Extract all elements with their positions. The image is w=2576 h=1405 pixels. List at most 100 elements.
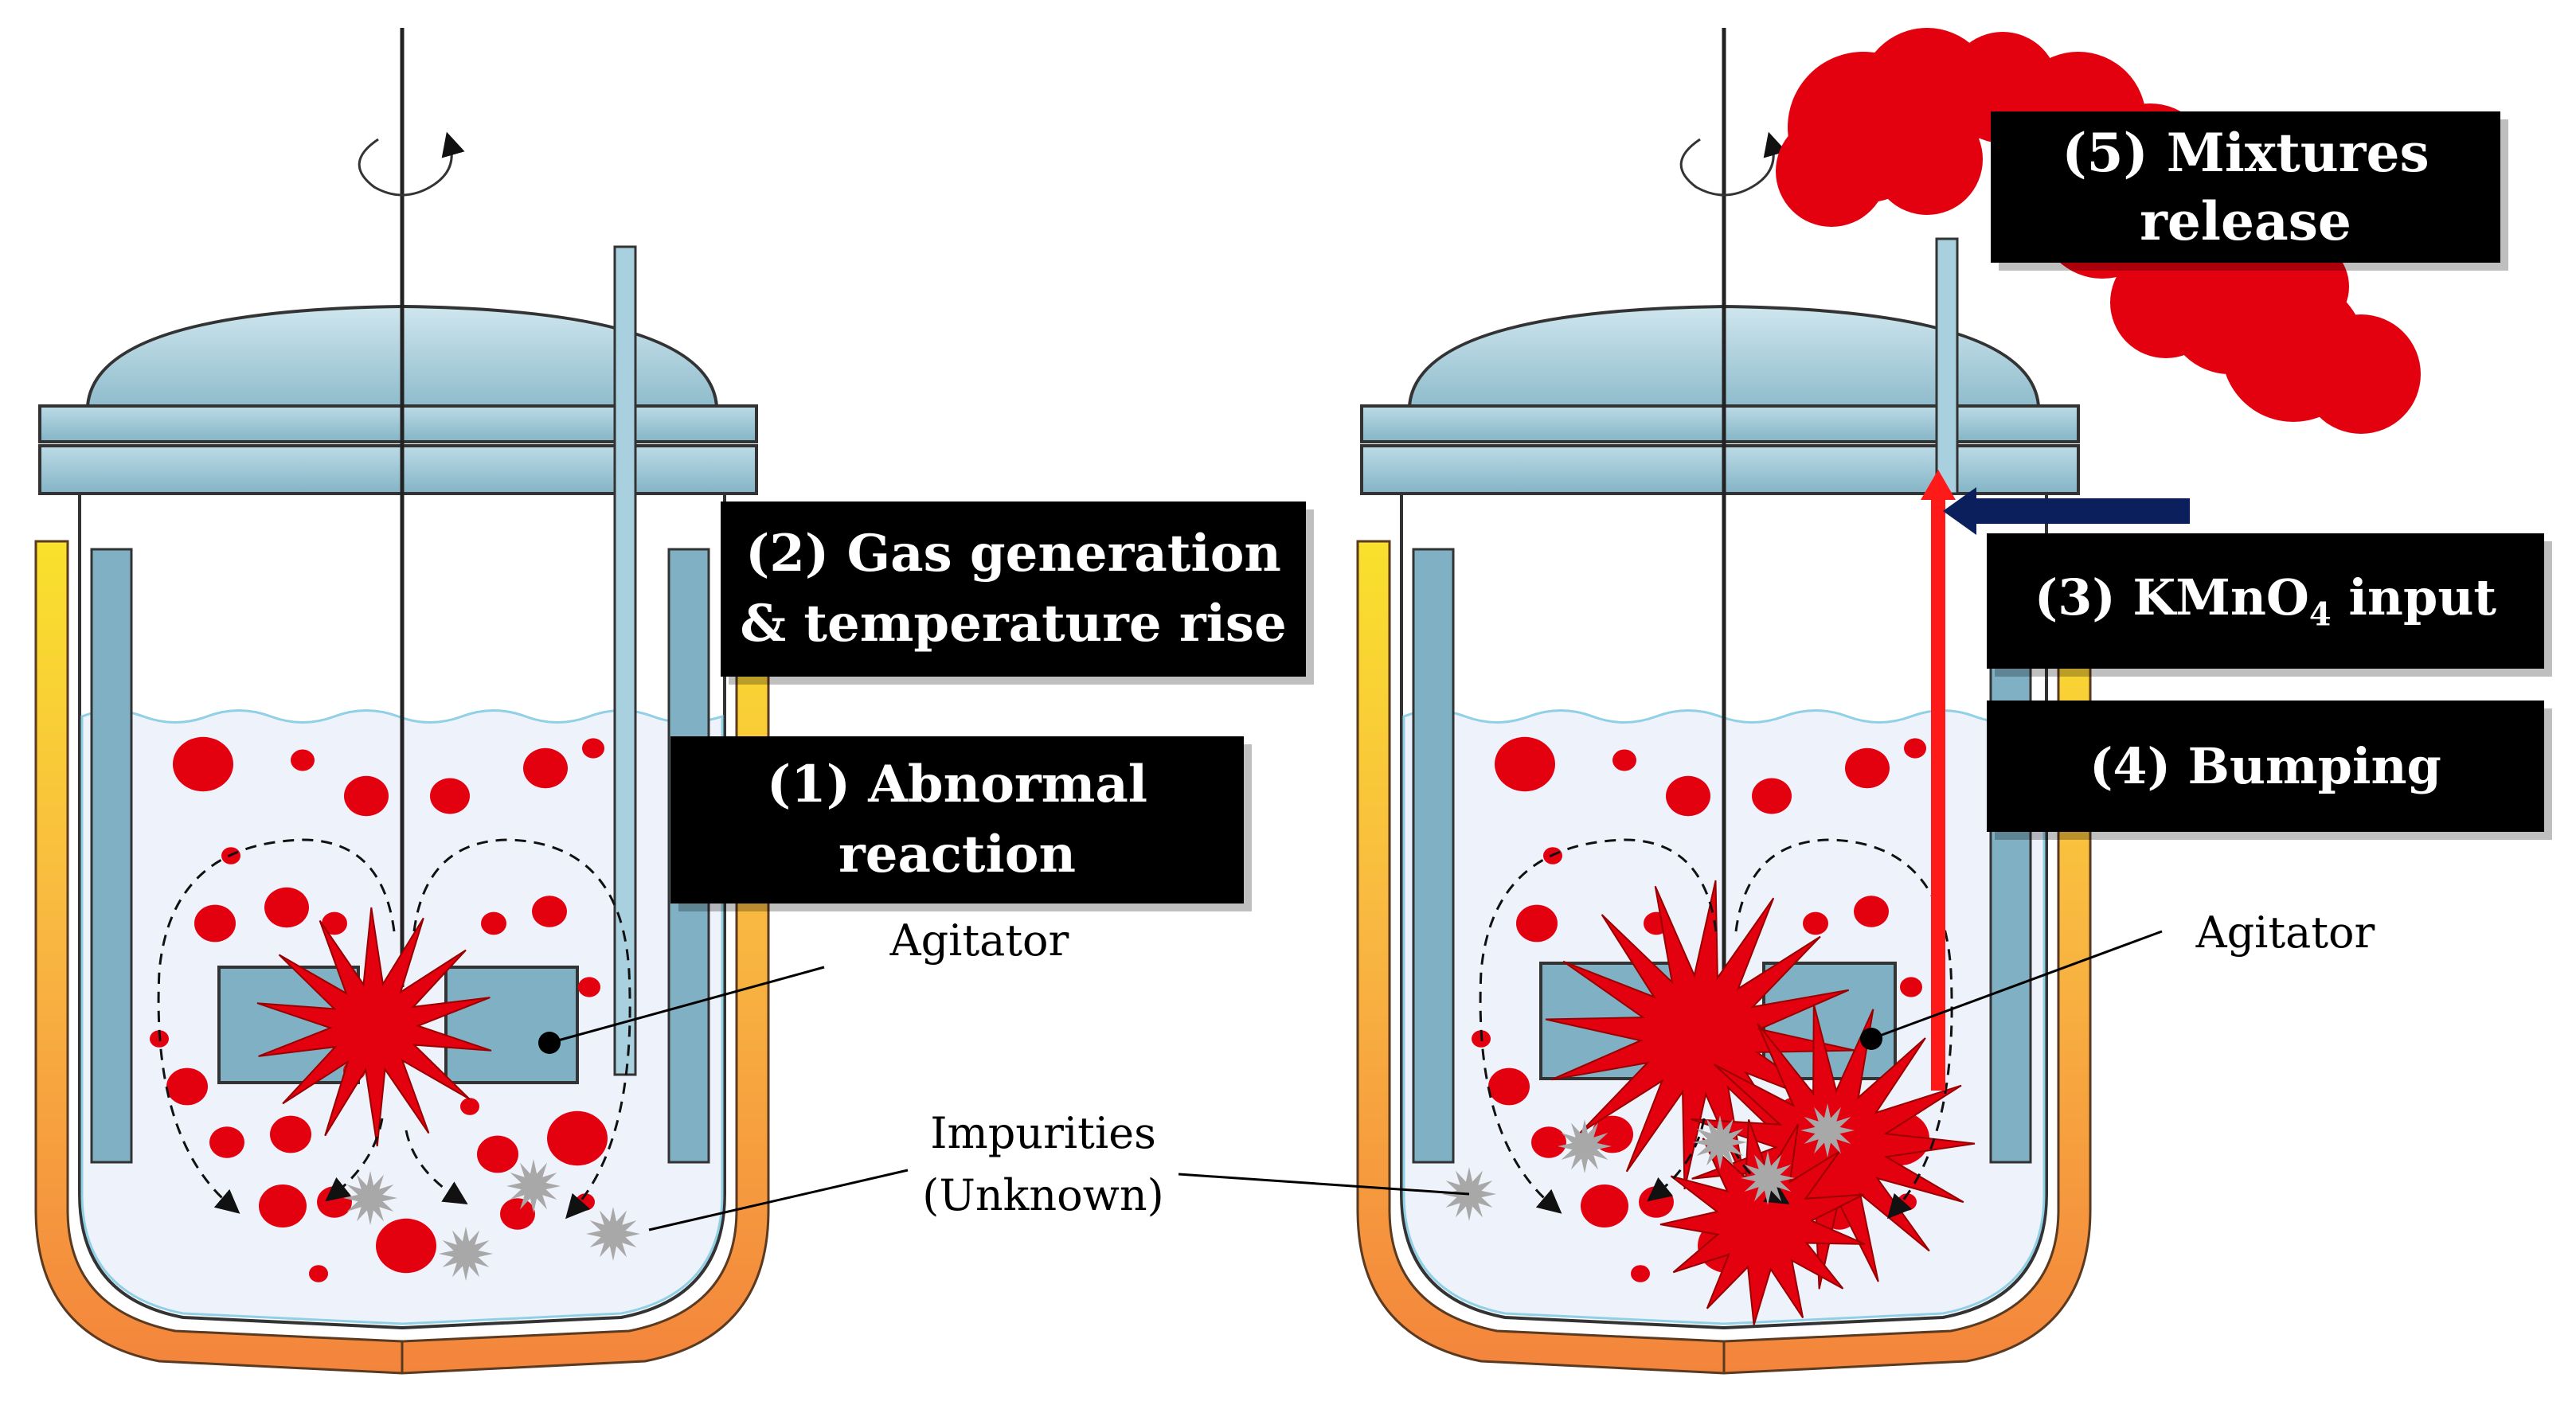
red-bubble — [209, 1126, 244, 1158]
kmno4-input-arrow-shaft — [1975, 498, 2190, 524]
red-bubble — [259, 1184, 307, 1227]
impurity-particle — [586, 1207, 640, 1261]
red-bubble — [173, 736, 233, 792]
red-bubble — [1581, 1184, 1628, 1227]
impurity-particle — [1693, 1115, 1747, 1169]
red-bubble — [1904, 738, 1926, 759]
red-bubble — [481, 911, 506, 935]
red-bubble — [477, 1135, 518, 1173]
right-baffle-left — [1412, 548, 1455, 1164]
red-bubble — [309, 1265, 328, 1282]
red-bubble — [1900, 977, 1922, 997]
red-bubble — [376, 1218, 436, 1274]
cloud-puff — [1776, 115, 1887, 227]
reaction-burst-shape — [1545, 880, 1855, 1190]
red-bubble — [270, 1115, 311, 1153]
red-bubble — [1803, 911, 1828, 935]
cloud-puff — [1871, 103, 1983, 215]
circulation-arrow — [405, 1130, 468, 1205]
red-bubble — [317, 1186, 352, 1218]
abnormal-reaction-line1: (1) Abnormal — [766, 755, 1148, 814]
left-reactor — [34, 28, 825, 1375]
impurity-particle — [343, 1171, 397, 1225]
cloud-puff — [2301, 314, 2421, 434]
circulation-arrow — [325, 1118, 384, 1202]
left-heating-jacket — [34, 540, 770, 1375]
circulation-arrow — [412, 838, 631, 1220]
impurity-particle — [1741, 1151, 1795, 1205]
reaction-burst-shape — [256, 907, 492, 1147]
red-bubble — [523, 747, 568, 789]
left-reaction-burst — [256, 907, 492, 1147]
left-lid-flange-bottom — [38, 444, 758, 495]
impurities-leader-left — [648, 1169, 909, 1231]
red-bubble — [322, 911, 347, 935]
circulation-arrow — [1479, 838, 1718, 1214]
label-bumping: (4) Bumping — [1987, 701, 2544, 832]
red-bubble — [194, 904, 236, 943]
red-bubble — [430, 778, 470, 814]
bumping-text: (4) Bumping — [2089, 737, 2441, 795]
red-bubble — [1592, 1115, 1633, 1153]
right-rotation-icon — [1679, 131, 1787, 197]
circulation-arrow — [1734, 838, 1953, 1220]
circulation-arrow — [157, 838, 396, 1214]
red-bubble — [500, 1198, 535, 1230]
kmno4-input-text: (3) KMnO4 input — [2034, 568, 2497, 634]
right-thermowell — [1935, 237, 1959, 495]
impurities-leader-right — [1178, 1173, 1470, 1196]
red-bubble — [578, 977, 600, 997]
red-bubble — [1488, 1067, 1530, 1106]
red-bubble — [166, 1067, 208, 1106]
red-bubble — [1854, 896, 1889, 927]
label-agitator-right: Agitator — [2195, 907, 2375, 958]
impurity-particle — [506, 1159, 561, 1213]
red-bubble — [344, 775, 389, 817]
cloud-puff — [2110, 247, 2222, 358]
red-bubble — [1495, 736, 1555, 792]
label-abnormal-reaction: (1) Abnormal reaction — [670, 736, 1244, 903]
label-gas-generation: (2) Gas generation & temperature rise — [721, 502, 1306, 677]
label-mixtures-release: (5) Mixtures release — [1991, 111, 2500, 263]
label-impurities: Impurities (Unknown) — [922, 1108, 1164, 1220]
left-thermowell — [613, 245, 637, 1076]
label-agitator-left: Agitator — [889, 915, 1069, 966]
left-circulation-arrows — [157, 838, 631, 1220]
red-bubble — [532, 896, 567, 927]
left-impurities — [343, 1159, 640, 1281]
red-bubble — [264, 887, 309, 928]
impurity-particle — [1558, 1119, 1612, 1173]
gas-generation-line2: & temperature rise — [740, 594, 1287, 654]
red-bubble — [1531, 1126, 1566, 1158]
impurity-particle — [439, 1227, 493, 1281]
left-lid-flange-top — [38, 404, 758, 443]
right-lid-flange-top — [1360, 404, 2080, 443]
cloud-puff — [2254, 239, 2349, 334]
red-bubble — [582, 738, 604, 759]
label-kmno4-input: (3) KMnO4 input — [1987, 533, 2544, 669]
red-bubble — [291, 749, 315, 771]
left-baffle-left — [90, 548, 133, 1164]
gas-generation-line1: (2) Gas generation — [745, 524, 1281, 583]
red-bubble — [1666, 775, 1710, 817]
left-agitator-leader — [549, 966, 825, 1044]
impurity-particle — [1800, 1103, 1855, 1157]
left-bubbles — [150, 736, 608, 1282]
red-bubble — [1752, 778, 1792, 814]
red-bubble — [1639, 1186, 1674, 1218]
right-lid-flange-bottom — [1360, 444, 2080, 495]
mixtures-release-line2: release — [2140, 190, 2351, 252]
red-bubble — [1612, 749, 1636, 771]
red-bubble — [1845, 747, 1890, 789]
red-bubble — [1631, 1265, 1650, 1282]
left-rotation-icon — [358, 131, 465, 197]
red-bubble — [1516, 904, 1558, 943]
right-agitator-leader — [1870, 930, 2163, 1040]
kmno4-input-arrow-head — [1943, 487, 1976, 535]
bumping-arrow-shaft — [1931, 498, 1945, 1091]
right-heating-jacket — [1356, 540, 2092, 1375]
left-impeller-blade-right — [444, 966, 579, 1084]
circulation-arrow — [1647, 1118, 1706, 1202]
red-bubble — [547, 1110, 608, 1166]
